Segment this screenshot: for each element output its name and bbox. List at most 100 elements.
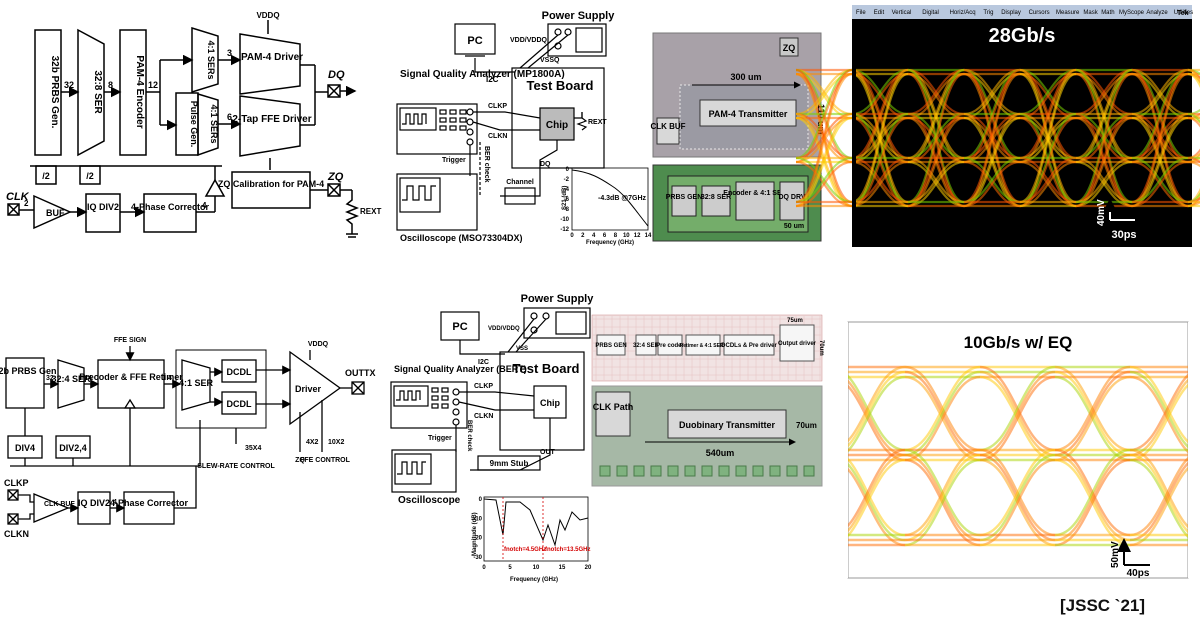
scope-menu-item[interactable]: Utilities	[1174, 10, 1193, 16]
vdd-label: VDD/VDDQ	[510, 37, 548, 44]
trigger-label: Trigger	[428, 435, 452, 442]
scope-menu-item[interactable]: Analyze	[1146, 10, 1168, 16]
rext-resistor	[344, 190, 360, 234]
clkn-label: CLKN	[474, 413, 493, 420]
eye-trace	[1075, 112, 1133, 204]
scope-menu-item[interactable]: Mask	[1083, 10, 1098, 16]
eye-trace	[1054, 453, 1131, 542]
power-supply-box	[523, 307, 591, 339]
iq-div2-label: IQ DIV2	[87, 202, 119, 212]
scope-menu-item[interactable]: Cursors	[1029, 10, 1050, 16]
chip-box	[539, 107, 575, 141]
div2-right-label: /2	[86, 171, 94, 181]
stub-box	[477, 455, 541, 471]
scope-menu-item[interactable]: File	[856, 10, 866, 16]
scope-menu-item[interactable]: Horiz/Acq	[950, 10, 976, 16]
dcdl-bottom-label: DCDL	[227, 399, 252, 409]
v-scale-label: 40mV	[1096, 199, 1107, 226]
supply-wire	[527, 34, 569, 69]
pc-icon	[454, 23, 496, 55]
clkn-label: CLKN	[488, 133, 507, 140]
layout-dq-drv-label: DQ DRV	[778, 194, 805, 201]
eye-trace	[1019, 112, 1077, 204]
eye-trace	[851, 156, 909, 204]
scope-menu-item[interactable]: Vertical	[892, 10, 912, 16]
zq-block	[779, 37, 799, 57]
sqa-box	[390, 381, 468, 429]
eye-title: 28Gb/s	[989, 25, 1056, 47]
clock-line	[18, 494, 34, 503]
layout-ser-block	[635, 334, 657, 356]
s21-x-tick: 14	[645, 233, 652, 239]
bond-pad	[684, 465, 696, 477]
scope-menu-item[interactable]: Edit	[874, 10, 885, 16]
sers-lower-mux	[197, 92, 219, 157]
width-label: 300 um	[730, 72, 761, 82]
pam4-eye-diagram: File Edit Vertical Digital Horiz/Acq Trig Disp…	[795, 5, 1200, 247]
scope-menu-item[interactable]: MyScope	[1119, 10, 1145, 16]
bus-width-label: 12	[148, 80, 158, 90]
sqa-waveform	[402, 113, 427, 125]
sqa-port	[466, 138, 474, 146]
zq-label: ZQ	[327, 171, 344, 183]
s21-y-tick: -12	[560, 227, 569, 233]
layout-prbs-label: PRBS GEN	[666, 194, 703, 201]
layout-prbs-label: PRBS GEN	[595, 343, 626, 349]
s21-y-tick: -2	[564, 177, 570, 183]
serializer-group	[175, 349, 267, 429]
duobinary-block-diagram: 32b PRBS Gen 32:4 SER 32 4 FFE SIGN Prec…	[0, 337, 376, 539]
notch-x-tick: 5	[508, 565, 512, 571]
eye-trace	[1187, 72, 1200, 89]
s21-x-tick: 12	[634, 233, 641, 239]
tek-brand: Tek	[1177, 10, 1189, 17]
duobinary-test-setup: Power Supply VDD/VDDQ VSS PC I2C Test Bo…	[390, 293, 594, 583]
eye-trace	[1054, 448, 1131, 537]
pam4-block-diagram: 32b PRBS Gen. 32:8 SER PAM-4 Encoder 32 …	[6, 11, 381, 238]
eye-trace	[1187, 196, 1200, 204]
clk-buf-label: CLK BUF	[44, 501, 75, 508]
clk-path-label: CLK Path	[593, 402, 634, 412]
dcdl-top-label: DCDL	[227, 367, 252, 377]
prbs-gen-label: 32b PRBS Gen	[0, 366, 57, 376]
ffe-control-label: FFE CONTROL	[300, 457, 350, 464]
layout-precoder-block	[657, 334, 683, 356]
eye-trace	[1131, 112, 1189, 204]
vssq-label: VSSQ	[540, 57, 560, 64]
clk-label: CLK	[6, 191, 30, 203]
bond-pad	[752, 465, 764, 477]
scope-menu-item[interactable]: Trig	[983, 10, 993, 16]
eye-trace	[979, 370, 1056, 457]
prbs-gen-label: 32b PRBS Gen.	[49, 56, 60, 129]
driver-block	[289, 350, 342, 426]
s21-x-tick: 6	[603, 233, 607, 239]
channel-label: Channel	[506, 179, 534, 186]
pc-label: PC	[467, 35, 482, 47]
pam4-driver-label: PAM-4 Driver	[241, 52, 303, 63]
scope-menu-item[interactable]: Display	[1001, 10, 1021, 16]
eye-edge-mask	[830, 322, 848, 578]
out-pad	[351, 381, 365, 395]
notch-xlabel: Frequency (GHz)	[510, 577, 558, 583]
eye-trace	[904, 370, 981, 457]
dq-line	[500, 140, 558, 197]
layout-prbs-block	[596, 334, 626, 356]
s21-x-tick: 0	[570, 233, 574, 239]
s21-ylabel: S21 (dB)	[562, 186, 568, 210]
rext-resistor	[576, 112, 588, 131]
vdd-label: VDD/VDDQ	[488, 326, 520, 332]
scope-menu-item[interactable]: Digital	[922, 10, 939, 16]
bond-pad	[616, 465, 628, 477]
scope-menu-item[interactable]: Math	[1101, 10, 1114, 16]
bus-width-label: 4	[168, 375, 172, 382]
div4-label: DIV4	[15, 443, 35, 453]
eye-trace	[904, 453, 981, 542]
rext-label: REXT	[588, 119, 607, 126]
out-label: OUT	[540, 449, 556, 456]
pad-cross	[327, 84, 341, 98]
scope-menu-item[interactable]: Measure	[1056, 10, 1080, 16]
eye-trace	[904, 458, 981, 547]
ser-32-4-block	[57, 359, 85, 409]
notch2-label: fnotch=13.5GHz	[545, 547, 591, 553]
notch1-label: fnotch=4.5GHz	[504, 547, 546, 553]
